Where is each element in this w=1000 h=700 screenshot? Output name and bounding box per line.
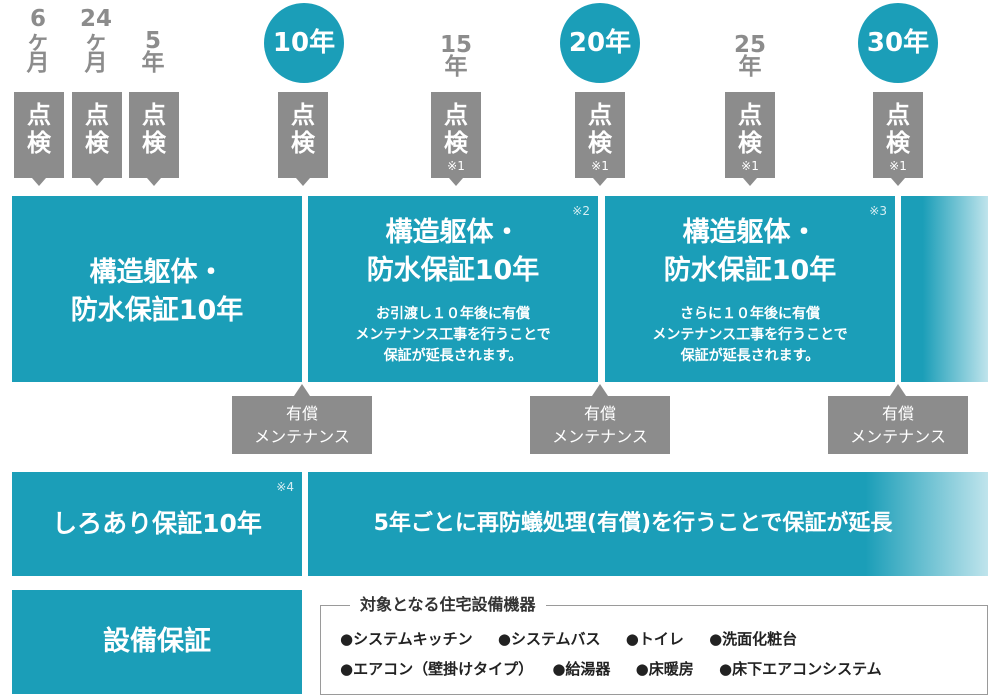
equipment-item: ●トイレ: [625, 630, 684, 648]
structure-warranty-initial: 構造躯体・ 防水保証10年: [12, 196, 302, 382]
milestone-20-years: 20年: [560, 3, 640, 83]
inspection-tag-20-years: 点 検 ※1: [575, 92, 625, 186]
equipment-list-title: 対象となる住宅設備機器: [350, 594, 546, 616]
footnote-mark: ※3: [869, 204, 887, 218]
inspection-label: 検: [142, 129, 166, 157]
milestone-30-years: 30年: [858, 3, 938, 83]
timeline-number: 15: [439, 32, 472, 58]
timeline-25-years: 25 年: [725, 32, 775, 80]
warranty-title-line1: 構造躯体・: [682, 217, 818, 248]
equipment-item: ●システムバス: [497, 630, 601, 648]
equipment-warranty-title: 設備保証: [103, 626, 211, 657]
timeline-number: 6: [29, 6, 46, 32]
paid-maintenance-tag-30-years: 有償 メンテナンス: [828, 384, 968, 454]
warranty-title-line2: 防水保証10年: [366, 255, 540, 286]
inspection-label: 点: [588, 101, 612, 129]
inspection-tag-10-years: 点 検: [278, 92, 328, 186]
timeline-number: 24: [79, 6, 112, 32]
timeline-15-years: 15 年: [431, 32, 481, 80]
termite-warranty-title: しろあり保証10年: [52, 509, 262, 538]
timeline-unit: ヶ: [26, 28, 50, 54]
equipment-warranty: 設備保証: [12, 590, 302, 694]
timeline-5-years: 5 年: [128, 28, 178, 76]
inspection-label: 点: [27, 101, 51, 129]
warranty-description: 保証が延長されます。: [680, 348, 820, 364]
maintenance-label-line1: 有償: [583, 404, 616, 423]
inspection-tag-5-years: 点 検: [129, 92, 179, 186]
timeline-number: 5: [144, 28, 161, 54]
inspection-tag-30-years: 点 検 ※1: [873, 92, 923, 186]
termite-warranty-extension: 5年ごとに再防蟻処理(有償)を行うことで保証が延長: [308, 472, 988, 576]
inspection-label: 点: [85, 101, 109, 129]
maintenance-label-line2: メンテナンス: [850, 427, 946, 446]
warranty-description: さらに１０年後に有償: [680, 306, 820, 322]
equipment-item: ●床下エアコンシステム: [718, 660, 882, 678]
timeline-unit: 月: [26, 50, 50, 76]
timeline-6-months: 6 ヶ 月: [13, 6, 63, 76]
inspection-tag-24-months: 点 検: [72, 92, 122, 186]
timeline-unit: 年: [738, 54, 762, 80]
inspection-note: ※1: [591, 159, 609, 173]
inspection-label: 検: [738, 129, 762, 157]
warranty-title-line2: 防水保証10年: [663, 255, 837, 286]
inspection-label: 点: [738, 101, 762, 129]
equipment-item: ●エアコン（壁掛けタイプ）: [340, 660, 534, 678]
termite-warranty: ※4 しろあり保証10年: [12, 472, 302, 576]
equipment-item: ●給湯器: [552, 660, 611, 678]
equipment-item: ●システムキッチン: [340, 630, 473, 648]
warranty-title-line1: 構造躯体・: [89, 257, 225, 288]
inspection-label: 点: [142, 101, 166, 129]
inspection-label: 検: [85, 129, 109, 157]
footnote-mark: ※4: [276, 480, 294, 494]
inspection-label: 検: [886, 129, 910, 157]
equipment-list-box: [320, 605, 988, 695]
footnote-mark: ※2: [572, 204, 590, 218]
warranty-description: 保証が延長されます。: [383, 348, 523, 364]
warranty-description: お引渡し１０年後に有償: [376, 306, 530, 322]
inspection-label: 点: [291, 101, 315, 129]
warranty-title-line2: 防水保証10年: [70, 295, 244, 326]
paid-maintenance-tag-10-years: 有償 メンテナンス: [232, 384, 372, 454]
maintenance-label-line1: 有償: [285, 404, 318, 423]
inspection-note: ※1: [741, 159, 759, 173]
equipment-item: ●洗面化粧台: [709, 630, 798, 648]
timeline-unit: 年: [444, 54, 468, 80]
inspection-tag-15-years: 点 検 ※1: [431, 92, 481, 186]
timeline-unit: 年: [141, 50, 165, 76]
structure-warranty-continuation: [901, 196, 988, 382]
milestone-10-years: 10年: [264, 3, 344, 83]
inspection-label: 検: [27, 129, 51, 157]
warranty-description: メンテナンス工事を行うことで: [355, 327, 551, 343]
maintenance-label-line2: メンテナンス: [254, 427, 350, 446]
inspection-label: 点: [444, 101, 468, 129]
maintenance-label-line2: メンテナンス: [552, 427, 648, 446]
inspection-label: 検: [291, 129, 315, 157]
timeline-unit: 月: [84, 50, 108, 76]
warranty-description: メンテナンス工事を行うことで: [652, 327, 848, 343]
timeline-unit: ヶ: [84, 28, 108, 54]
equipment-item: ●床暖房: [635, 660, 694, 678]
timeline-24-months: 24 ヶ 月: [71, 6, 121, 76]
equipment-row-1: ●システムキッチン ●システムバス ●トイレ ●洗面化粧台: [340, 628, 797, 650]
inspection-label: 検: [444, 129, 468, 157]
inspection-note: ※1: [889, 159, 907, 173]
inspection-note: ※1: [447, 159, 465, 173]
structure-warranty-extension-1: ※2 構造躯体・ 防水保証10年 お引渡し１０年後に有償 メンテナンス工事を行う…: [308, 196, 598, 382]
timeline-number: 25: [733, 32, 766, 58]
paid-maintenance-tag-20-years: 有償 メンテナンス: [530, 384, 670, 454]
structure-warranty-extension-2: ※3 構造躯体・ 防水保証10年 さらに１０年後に有償 メンテナンス工事を行うこ…: [605, 196, 895, 382]
inspection-label: 点: [886, 101, 910, 129]
inspection-tag-6-months: 点 検: [14, 92, 64, 186]
inspection-tag-25-years: 点 検 ※1: [725, 92, 775, 186]
equipment-row-2: ●エアコン（壁掛けタイプ） ●給湯器 ●床暖房 ●床下エアコンシステム: [340, 658, 882, 680]
inspection-label: 検: [588, 129, 612, 157]
warranty-title-line1: 構造躯体・: [385, 217, 521, 248]
maintenance-label-line1: 有償: [881, 404, 914, 423]
